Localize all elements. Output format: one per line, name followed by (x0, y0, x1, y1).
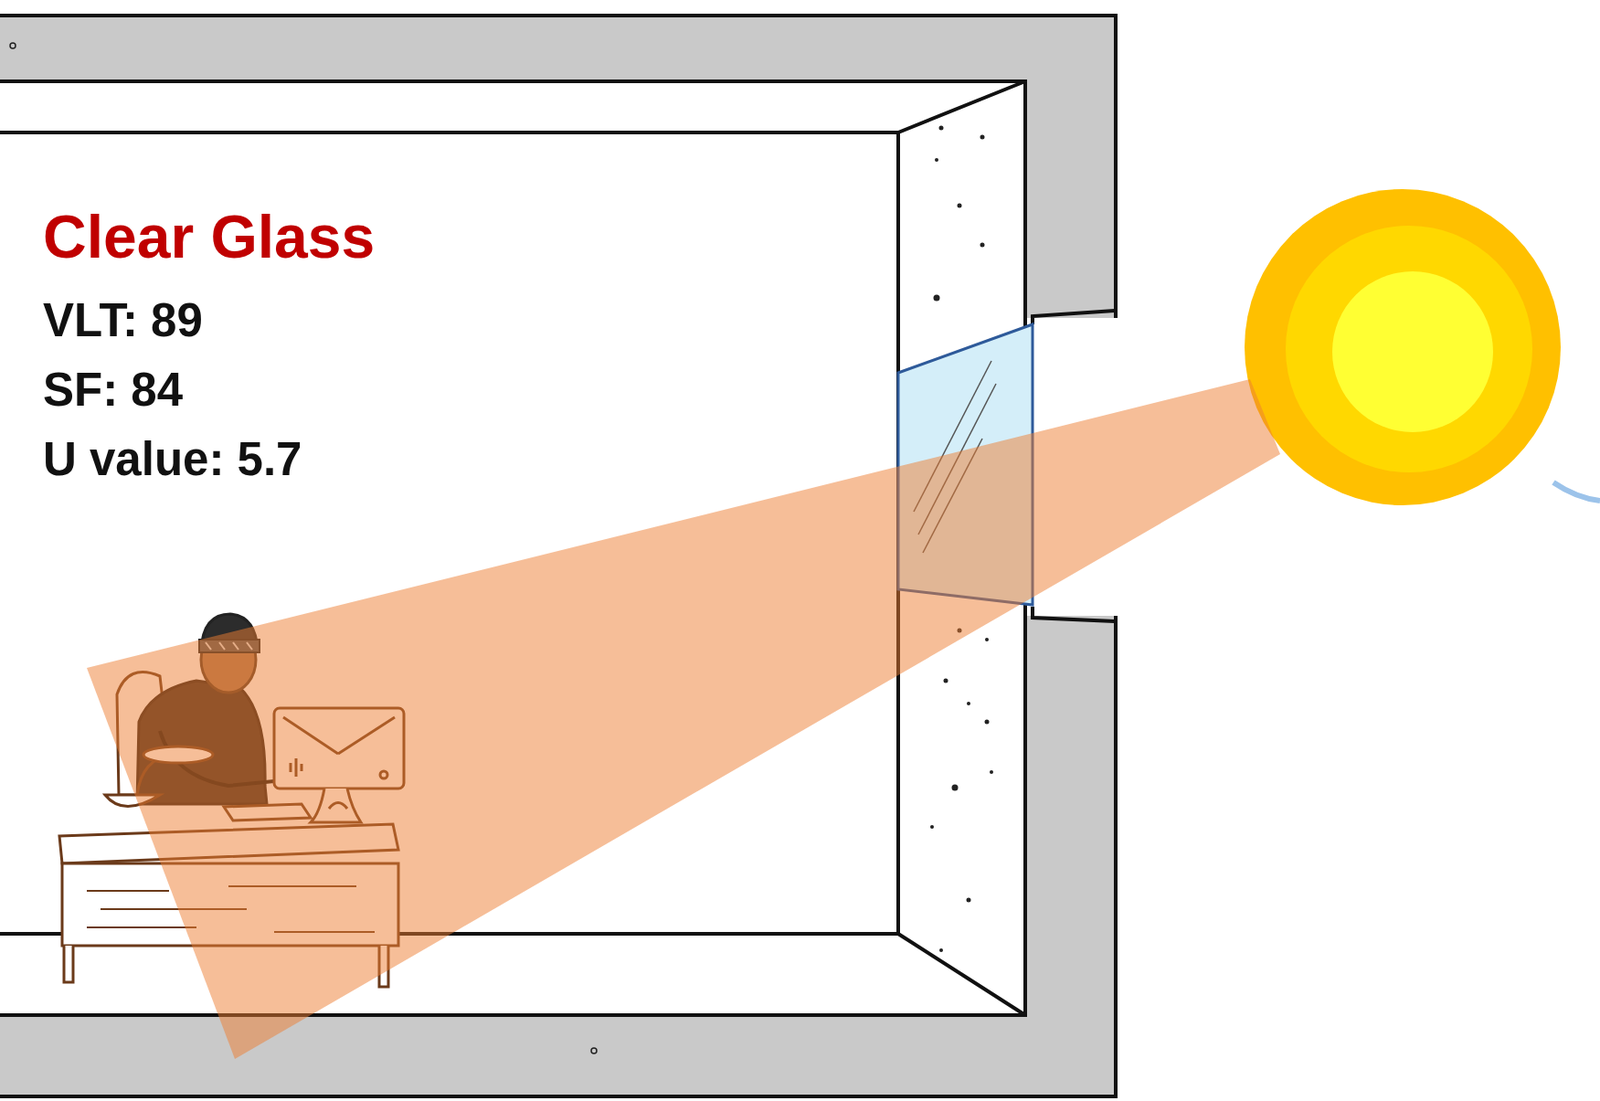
glass-property: SF: 84 (42, 363, 183, 418)
glass-property: U value: 5.7 (42, 433, 302, 488)
window-lintel (1032, 310, 1115, 325)
floor-edge (898, 933, 1026, 1016)
wall-edge (1113, 15, 1118, 311)
wall-edge (1113, 621, 1118, 1097)
window-sill (1032, 606, 1115, 622)
ceiling-edge (898, 81, 1026, 133)
sun (1244, 189, 1600, 506)
glass-type-heading: Clear Glass (42, 202, 375, 273)
glass-property: VLT: 89 (42, 294, 203, 349)
